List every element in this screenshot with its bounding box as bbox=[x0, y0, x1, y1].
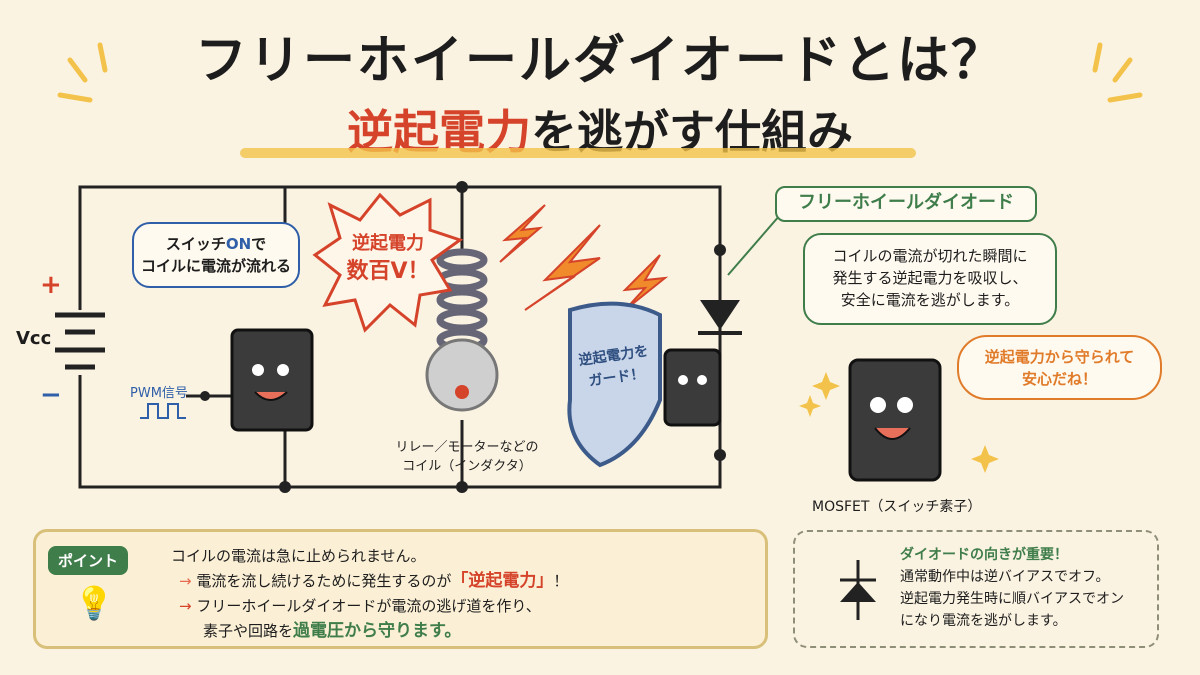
sparkle-icons bbox=[799, 372, 999, 473]
note-line1: 通常動作中は逆バイアスでオフ。 bbox=[900, 569, 1110, 585]
pwm-label: PWM信号 bbox=[130, 386, 188, 401]
coil-label-2: コイル（インダクタ） bbox=[402, 459, 532, 474]
point-badge: ポイント bbox=[48, 546, 129, 575]
plus-sign: + bbox=[40, 270, 62, 300]
mosfet-bubble-1: 逆起電力から守られて bbox=[984, 348, 1135, 366]
arrow-icon: → bbox=[179, 597, 197, 615]
point-line2: 電流を流し続けるために発生するのが bbox=[196, 572, 452, 590]
mosfet-label: MOSFET（スイッチ素子） bbox=[812, 499, 982, 515]
mosfet-bubble-2: 安心だね！ bbox=[1021, 370, 1097, 388]
pwm-wave-icon bbox=[140, 403, 186, 419]
arrow-icon: → bbox=[179, 572, 197, 590]
lightbulb-icon: 💡 bbox=[74, 584, 114, 622]
note-text: ダイオードの向きが重要！ 通常動作中は逆バイアスでオフ。 逆起電力発生時に順バイ… bbox=[900, 544, 1124, 632]
burst-line2: 数百V！ bbox=[346, 259, 430, 284]
note-line3: になり電流を逃がします。 bbox=[900, 613, 1067, 629]
point-box: ポイント 💡 コイルの電流は急に止められません。 → 電流を流し続けるために発生… bbox=[33, 529, 768, 649]
note-box: ダイオードの向きが重要！ 通常動作中は逆バイアスでオフ。 逆起電力発生時に順バイ… bbox=[793, 530, 1159, 648]
diode-bubble-1: コイルの電流が切れた瞬間に bbox=[832, 247, 1028, 265]
shield-icon bbox=[567, 301, 662, 468]
diode-label: フリーホイールダイオード bbox=[775, 186, 1037, 222]
point-line2-highlight: 「逆起電力」 bbox=[451, 571, 554, 591]
title-underline bbox=[240, 148, 916, 158]
diode-symbol-icon bbox=[698, 250, 742, 335]
sparkle-rays-right bbox=[1092, 42, 1143, 103]
mosfet-switch-icon bbox=[230, 328, 314, 432]
diode-character-icon bbox=[663, 348, 722, 427]
switch-on-text: ON bbox=[225, 235, 252, 253]
diode-bubble: コイルの電流が切れた瞬間に発生する逆起電力を吸収し、安全に電流を逃がします。 bbox=[803, 233, 1057, 325]
burst-shape bbox=[312, 192, 464, 333]
switch-text: スイッチ bbox=[165, 235, 226, 253]
title-line1: フリーホイールダイオードとは？ bbox=[194, 31, 1005, 91]
switch-text-2: コイルに電流が流れる bbox=[140, 257, 291, 275]
switch-bubble: スイッチONでコイルに電流が流れる bbox=[132, 222, 300, 288]
point-line3: フリーホイールダイオードが電流の逃げ道を作り、 bbox=[196, 597, 541, 615]
diode-bubble-2: 発生する逆起電力を吸収し、 bbox=[832, 269, 1028, 287]
coil-character-icon bbox=[425, 338, 499, 412]
point-line1: コイルの電流は急に止められません。 bbox=[171, 547, 426, 565]
point-line2-end: ！ bbox=[553, 572, 569, 590]
battery-icon bbox=[55, 312, 105, 370]
note-line2: 逆起電力発生時に順バイアスでオン bbox=[900, 591, 1124, 607]
mosfet-bubble: 逆起電力から守られて安心だね！ bbox=[957, 335, 1162, 400]
switch-text-de: で bbox=[251, 235, 267, 253]
coil-label: リレー／モーターなどのコイル（インダクタ） bbox=[392, 438, 542, 476]
burst-line1: 逆起電力 bbox=[352, 233, 424, 254]
vcc-label: Vcc bbox=[16, 328, 52, 349]
burst-text: 逆起電力数百V！ bbox=[338, 230, 438, 286]
point-text: コイルの電流は急に止められません。 → 電流を流し続けるために発生するのが「逆起… bbox=[171, 544, 568, 644]
point-line4-highlight: 過電圧から守ります。 bbox=[293, 621, 462, 641]
coil-icon bbox=[436, 248, 488, 352]
coil-label-1: リレー／モーターなどの bbox=[395, 440, 539, 455]
mosfet-character-icon bbox=[848, 358, 942, 482]
diode-bubble-3: 安全に電流を逃がします。 bbox=[840, 291, 1020, 309]
sparkle-rays-left bbox=[57, 42, 108, 103]
minus-sign: − bbox=[40, 380, 62, 410]
point-line4: 素子や回路を bbox=[203, 622, 294, 640]
lightning-icon bbox=[499, 204, 669, 311]
note-title: ダイオードの向きが重要！ bbox=[900, 547, 1068, 563]
note-diode-icon bbox=[840, 560, 876, 620]
